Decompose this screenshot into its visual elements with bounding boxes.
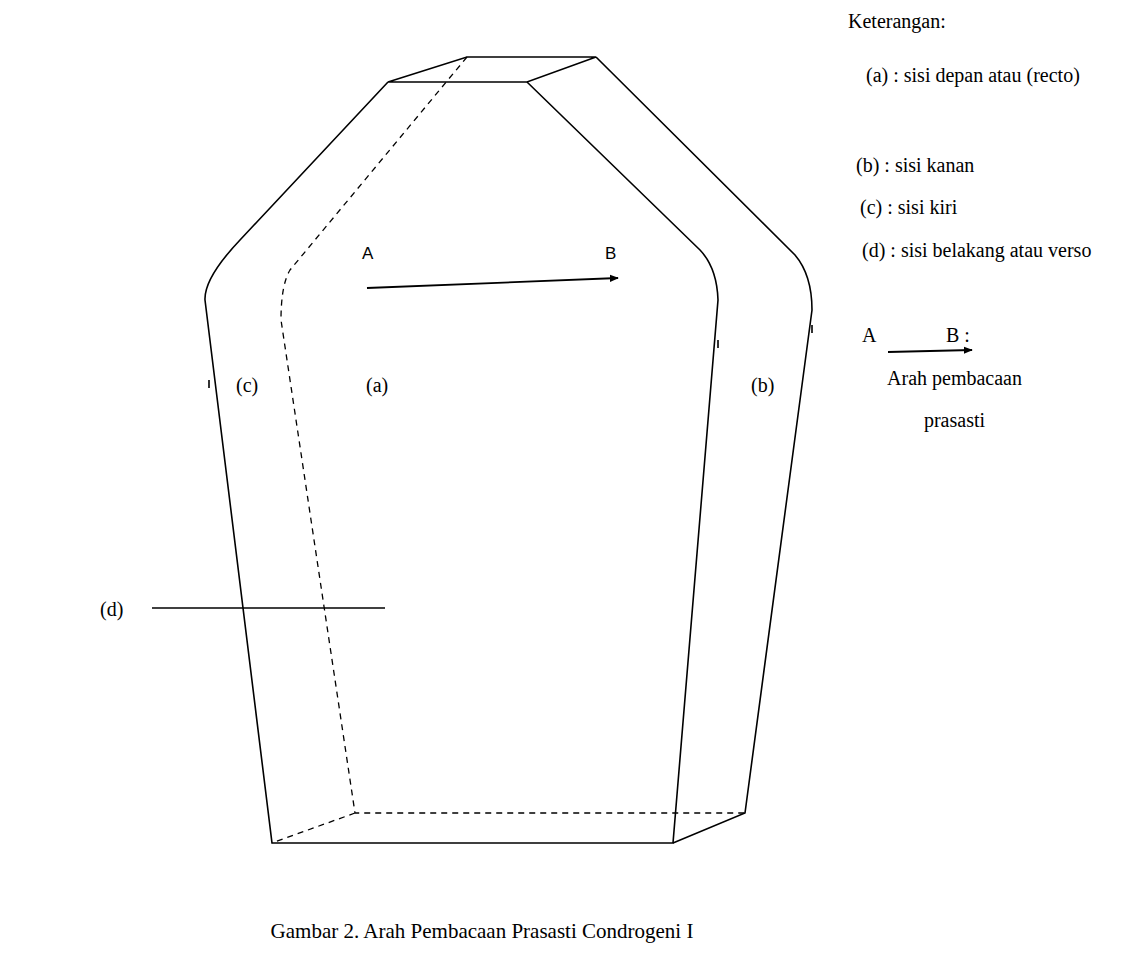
legend-item: Arah pembacaan prasasti	[872, 357, 1037, 441]
stele-outline	[205, 57, 812, 843]
right-face	[596, 57, 812, 843]
legend-item: (d) : sisi belakang atau verso	[862, 229, 1102, 271]
top-face	[388, 57, 596, 82]
legend-item: (a) : sisi depan atau (recto)	[866, 54, 1097, 96]
legend-arrow	[888, 350, 972, 352]
legend-heading: Keterangan:	[848, 0, 946, 42]
edge-ticks	[209, 325, 812, 388]
reading-arrow	[367, 278, 618, 288]
face-label: (d)	[100, 588, 123, 630]
legend-item: (c) : sisi kiri	[860, 186, 957, 228]
point-label: B	[605, 243, 616, 265]
face-label: (a)	[366, 364, 388, 406]
point-label: A	[362, 243, 373, 265]
front-face	[205, 82, 718, 843]
face-label: (c)	[236, 364, 258, 406]
legend-label: A	[862, 314, 876, 356]
hidden-edges	[272, 57, 745, 843]
face-label: (b)	[751, 364, 774, 406]
figure-caption: Gambar 2. Arah Pembacaan Prasasti Condro…	[271, 918, 694, 944]
legend-item: (b) : sisi kanan	[856, 144, 974, 186]
leader-line	[152, 607, 385, 608]
legend-label: B :	[946, 314, 970, 356]
